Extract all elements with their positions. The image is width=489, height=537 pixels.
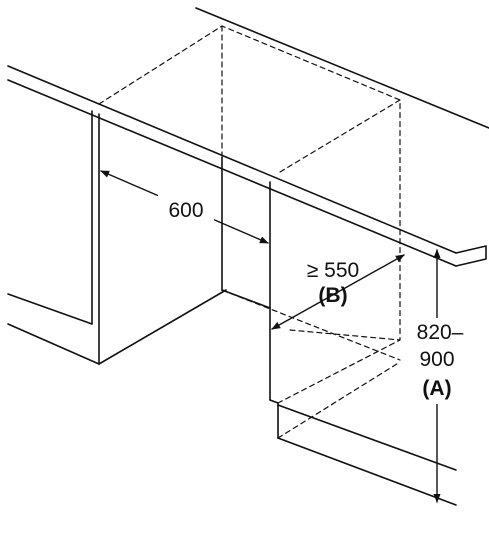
width-label: 600 [168, 199, 203, 222]
left-cabinet-floor-edge [98, 289, 227, 365]
depth-dimension-arrow [271, 254, 405, 330]
appliance-outline [98, 25, 401, 439]
left-cabinet [7, 110, 227, 365]
right-cabinet [269, 181, 457, 506]
countertop-front-top-edge [7, 65, 457, 254]
left-cabinet-bottom-edge [7, 293, 93, 325]
countertop-back-edge [195, 7, 489, 129]
right-cabinet-plinth-step [269, 399, 279, 439]
height-label-line1: 820– [417, 321, 464, 344]
depth-label: ≥ 550 [307, 259, 359, 282]
cavity-floor-right [221, 289, 271, 309]
left-cabinet-plinth [7, 323, 100, 365]
depth-ref-label: (B) [318, 284, 347, 307]
height-label-line2: 900 [419, 348, 454, 371]
countertop-front-bottom-edge [7, 79, 457, 267]
right-cabinet-plinth-floor [277, 437, 457, 506]
right-cabinet-plinth-top [277, 404, 457, 471]
width-label-bg [158, 194, 214, 224]
height-ref-label: (A) [422, 377, 451, 400]
height-label-bg [414, 318, 464, 404]
countertop [7, 7, 489, 267]
countertop-end [455, 245, 487, 267]
